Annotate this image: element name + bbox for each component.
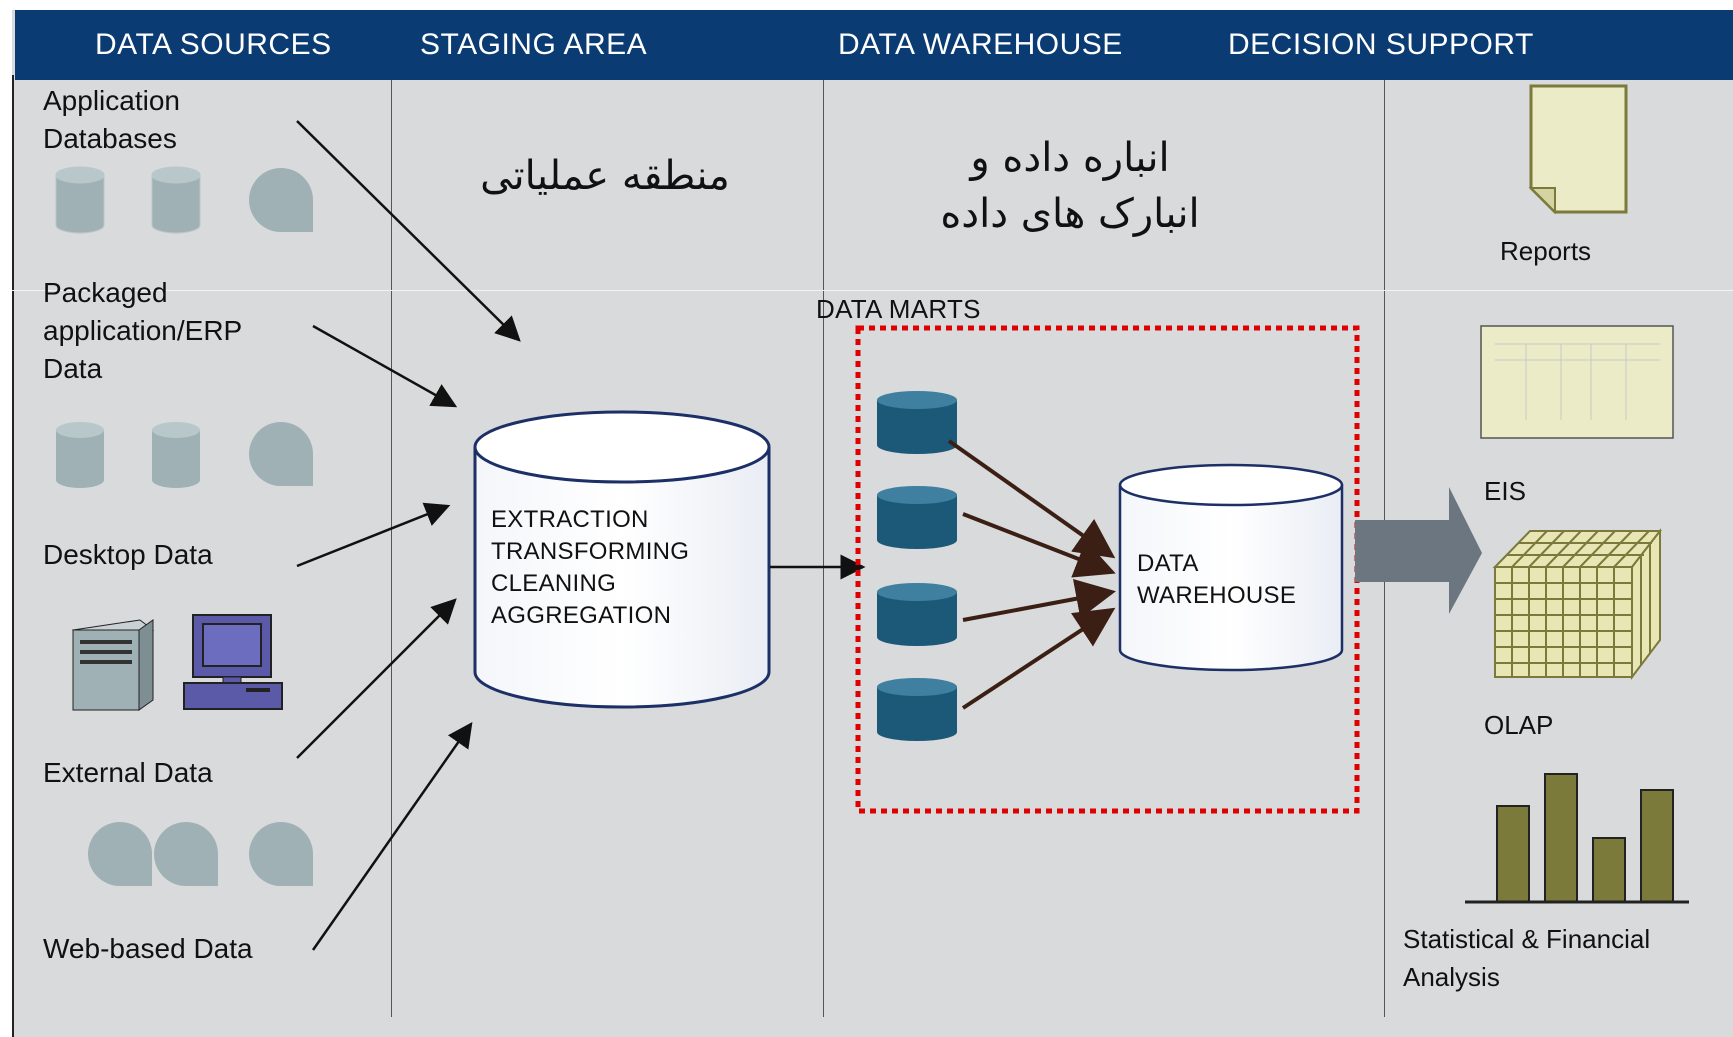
speech-bubble-icon — [249, 168, 313, 232]
arrow-erp — [312, 324, 458, 408]
label-olap: OLAP — [1484, 710, 1554, 740]
divider-1 — [391, 80, 392, 1017]
label-statistical-financial: Statistical & Financial Analysis — [1403, 924, 1651, 992]
report-document-icon — [1528, 84, 1628, 215]
arrow-mart-4 — [961, 607, 1116, 710]
label-web-based-data: Web-based Data — [43, 933, 253, 964]
data-warehouse-label: DATA WAREHOUSE — [1137, 550, 1297, 609]
data-mart-icon — [877, 391, 957, 454]
label-application-databases: Application Databases — [43, 85, 180, 154]
data-mart-icon — [877, 486, 957, 549]
column-title-data-sources: DATA SOURCES — [95, 28, 332, 61]
header-bar — [15, 10, 1733, 80]
column-title-decision-support: DECISION SUPPORT — [1228, 28, 1534, 61]
warehouse-persian-title: انباره داده و انبارک های داده — [940, 135, 1200, 237]
big-output-arrow — [1355, 487, 1482, 614]
olap-cube-icon — [1492, 528, 1663, 680]
label-eis: EIS — [1484, 476, 1526, 506]
arrow-mart-2 — [962, 512, 1116, 578]
column-title-data-warehouse: DATA WAREHOUSE — [838, 28, 1123, 61]
arrow-web — [311, 721, 473, 951]
horizontal-divider — [12, 290, 1733, 291]
arrow-external — [296, 598, 457, 759]
database-icon — [56, 422, 200, 488]
divider-2 — [823, 80, 824, 1017]
bar-chart-icon — [1496, 773, 1674, 903]
label-external-data: External Data — [43, 757, 213, 788]
data-mart-icon — [877, 678, 957, 741]
desktop-computer-icon — [183, 614, 283, 710]
data-mart-icon — [877, 583, 957, 646]
speech-bubble-icon — [88, 822, 152, 886]
data-warehouse-cylinder-icon — [1118, 463, 1344, 672]
label-desktop-data: Desktop Data — [43, 539, 213, 570]
server-tower-icon — [71, 619, 155, 711]
left-border — [12, 75, 14, 1037]
speech-bubble-icon — [154, 822, 218, 886]
label-reports: Reports — [1500, 236, 1592, 266]
staging-process-steps: EXTRACTION TRANSFORMING CLEANING AGGREGA… — [491, 506, 690, 629]
database-icon — [55, 166, 201, 234]
speech-bubble-icon — [249, 822, 313, 886]
arrow-mart-3 — [962, 578, 1116, 622]
arrow-desktop — [296, 502, 451, 568]
label-packaged-erp: Packaged application/ERP Data — [43, 277, 243, 384]
arrow-app-db — [296, 120, 521, 342]
speech-bubble-icon — [249, 422, 313, 486]
column-title-staging-area: STAGING AREA — [420, 28, 648, 61]
data-marts-label: DATA MARTS — [816, 294, 981, 324]
staging-persian-title: منطقه عملیاتی — [480, 153, 730, 199]
staging-cylinder-icon — [473, 410, 771, 709]
eis-spreadsheet-icon — [1480, 325, 1674, 439]
arrow-mart-1 — [947, 439, 1116, 559]
